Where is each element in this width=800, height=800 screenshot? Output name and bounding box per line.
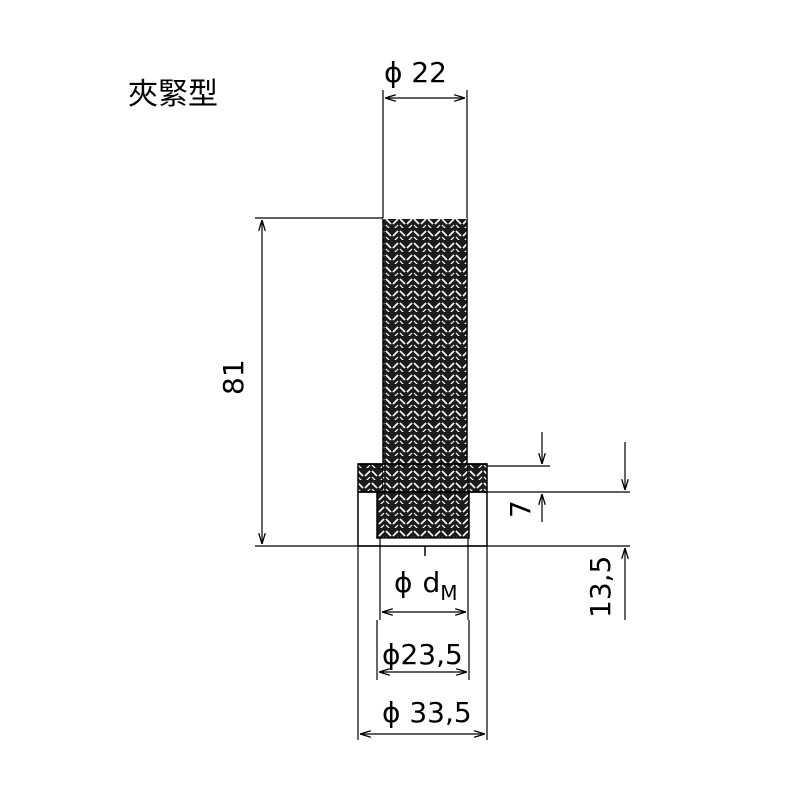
bore-outline bbox=[379, 537, 469, 547]
flange-left bbox=[357, 463, 384, 493]
bore-diameter-d: d bbox=[422, 566, 440, 599]
height-label: 81 bbox=[217, 359, 250, 395]
top-diameter-label: ϕ 22 bbox=[384, 56, 447, 89]
bore-diameter-symbol: ϕ bbox=[394, 566, 412, 599]
bore-diameter-sub: M bbox=[440, 581, 457, 605]
outer-diameter-label: ϕ 33,5 bbox=[382, 696, 472, 729]
lower-insert bbox=[376, 491, 470, 539]
drawing-title: 夾緊型 bbox=[128, 77, 218, 112]
bore-depth-label: 13,5 bbox=[584, 556, 617, 618]
flange-center bbox=[383, 464, 467, 492]
shaft-body bbox=[382, 217, 468, 465]
flange-right bbox=[466, 463, 488, 493]
mid-diameter-label: ϕ23,5 bbox=[382, 638, 463, 671]
step-height-label: 7 bbox=[504, 500, 537, 518]
